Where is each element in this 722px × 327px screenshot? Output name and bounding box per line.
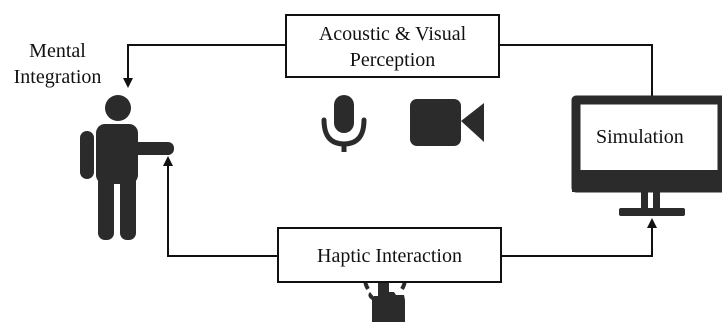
haptic-interaction-box: Haptic Interaction	[277, 227, 502, 283]
mental-integration-line2: Integration	[13, 66, 102, 88]
mental-integration-label: Mental Integration	[0, 38, 115, 90]
person-icon	[80, 95, 174, 240]
microphone-icon	[321, 95, 367, 152]
arrow-haptic-to-person-hand	[163, 156, 277, 257]
perception-box: Acoustic & Visual Perception	[285, 14, 500, 78]
simulation-label: Simulation	[596, 126, 684, 148]
perception-label-line1: Acoustic & Visual	[318, 23, 467, 45]
video-camera-icon	[410, 99, 484, 146]
arrow-perception-to-person	[123, 44, 285, 88]
monitor-icon	[571, 95, 722, 216]
arrow-haptic-to-monitor	[502, 218, 657, 257]
haptic-interaction-label: Haptic Interaction	[317, 245, 462, 267]
line-monitor-to-perception	[500, 44, 653, 100]
mental-integration-line1: Mental	[29, 40, 86, 62]
perception-label-line2: Perception	[349, 49, 436, 71]
